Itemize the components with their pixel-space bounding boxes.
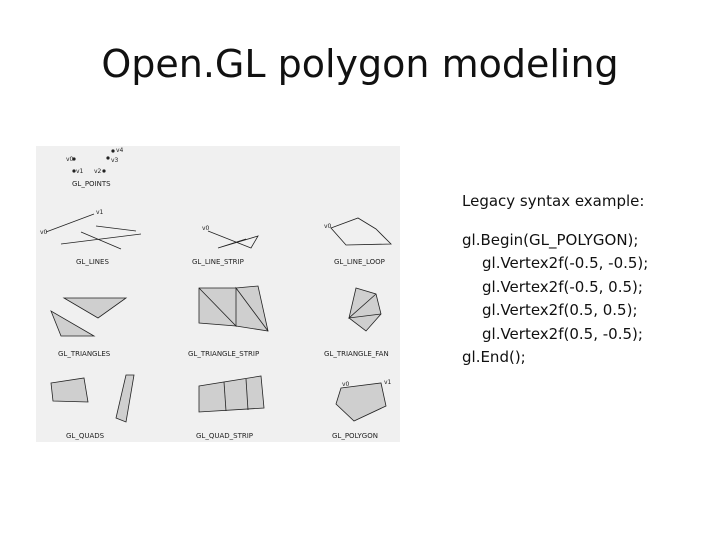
point-v3 [72,169,76,173]
strip-v0-label: v0 [202,225,210,232]
line-loop-diagram [330,217,392,246]
polygon-diagram [335,382,387,422]
code-line: gl.Vertex2f(0.5, 0.5); [482,301,638,319]
point-v2 [106,156,110,160]
point-v0 [72,157,76,161]
quads-diagram [50,374,135,423]
point-v1 [111,149,115,153]
triangles-label: GL_TRIANGLES [58,350,111,358]
points-diagram: v4 v0 v3 v1 v2 GL_POINTS [66,147,124,188]
slide-title: Open.GL polygon modeling [101,42,619,86]
quad-strip-label: GL_QUAD_STRIP [196,432,253,440]
primitive-types-diagram: v4 v0 v3 v1 v2 GL_POINTS v0 v1 GL_LINES … [40,147,392,440]
v3-label: v3 [111,157,119,164]
triangle-fan-label: GL_TRIANGLE_FAN [324,350,389,358]
triangle-strip-label: GL_TRIANGLE_STRIP [188,350,259,358]
code-line: gl.Vertex2f(-0.5, 0.5); [482,277,643,296]
quads-label: GL_QUADS [66,432,105,440]
line-loop-label: GL_LINE_LOOP [334,258,385,266]
code-line: gl.End(); [462,348,526,366]
lines-diagram [45,213,142,250]
line-strip-diagram [207,230,259,249]
polygon-label: GL_POLYGON [332,432,378,440]
v4-label: v4 [116,147,124,154]
lines-v0-label: v0 [40,229,48,236]
point-v4 [102,169,106,173]
line-strip-label: GL_LINE_STRIP [192,258,244,266]
code-line: gl.Vertex2f(-0.5, -0.5); [482,254,649,272]
v1-label: v1 [76,168,84,175]
code-line: gl.Begin(GL_POLYGON); [462,230,639,249]
code-line: gl.Vertex2f(0.5, -0.5); [482,324,643,343]
v0-label: v0 [66,156,74,163]
points-label: GL_POINTS [72,180,111,188]
polygon-v1-label: v1 [384,379,392,386]
lines-v1-label: v1 [96,209,104,216]
polygon-v0-label: v0 [342,381,350,388]
loop-v0-label: v0 [324,223,332,230]
v2-label: v2 [94,168,102,175]
code-example: Legacy syntax example: gl.Begin(GL_POLYG… [462,190,712,370]
lines-label: GL_LINES [76,258,109,266]
code-heading: Legacy syntax example: [462,192,645,210]
triangle-fan-diagram [347,287,382,332]
triangle-strip-diagram [198,285,269,332]
primitive-types-figure: v4 v0 v3 v1 v2 GL_POINTS v0 v1 GL_LINES … [36,146,400,442]
quad-strip-diagram [198,375,265,413]
triangles-diagram [50,297,128,337]
